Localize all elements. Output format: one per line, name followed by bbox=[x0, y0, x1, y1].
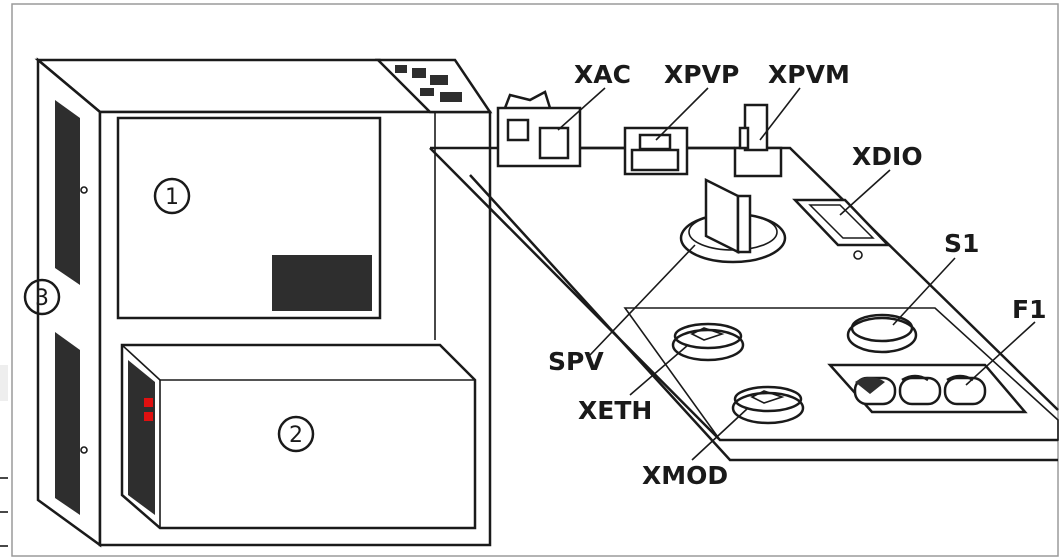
label-xmod: XMOD bbox=[642, 461, 728, 490]
xmod-port bbox=[733, 387, 803, 423]
label-xpvp: XPVP bbox=[664, 60, 739, 89]
indicator-led-2 bbox=[144, 412, 153, 421]
module-1-display bbox=[272, 255, 372, 311]
xpvp-connector bbox=[625, 128, 687, 174]
xac-connector bbox=[498, 92, 580, 166]
xeth-port bbox=[673, 324, 743, 360]
label-xac: XAC bbox=[574, 60, 631, 89]
module-2-panel bbox=[128, 360, 155, 515]
vent-upper bbox=[55, 100, 80, 285]
detail-panel bbox=[430, 92, 1058, 460]
xdio-connector bbox=[795, 200, 888, 259]
label-xdio: XDIO bbox=[852, 142, 923, 171]
callout-1: 1 bbox=[165, 185, 179, 210]
margin-mark bbox=[0, 365, 8, 401]
label-s1: S1 bbox=[944, 229, 979, 258]
callout-3: 3 bbox=[35, 286, 49, 311]
vent-lower bbox=[55, 332, 80, 515]
label-xeth: XETH bbox=[578, 396, 652, 425]
label-f1: F1 bbox=[1012, 295, 1046, 324]
spv-switch bbox=[681, 180, 785, 262]
label-spv: SPV bbox=[548, 347, 604, 376]
f1-fuses bbox=[830, 365, 1025, 412]
indicator-led-1 bbox=[144, 398, 153, 407]
s1-button bbox=[848, 315, 916, 352]
module-2: 2 bbox=[122, 345, 475, 528]
label-xpvm: XPVM bbox=[768, 60, 850, 89]
module-1: 1 bbox=[118, 118, 380, 318]
xpvm-connector bbox=[735, 105, 781, 176]
callout-2: 2 bbox=[289, 423, 303, 448]
